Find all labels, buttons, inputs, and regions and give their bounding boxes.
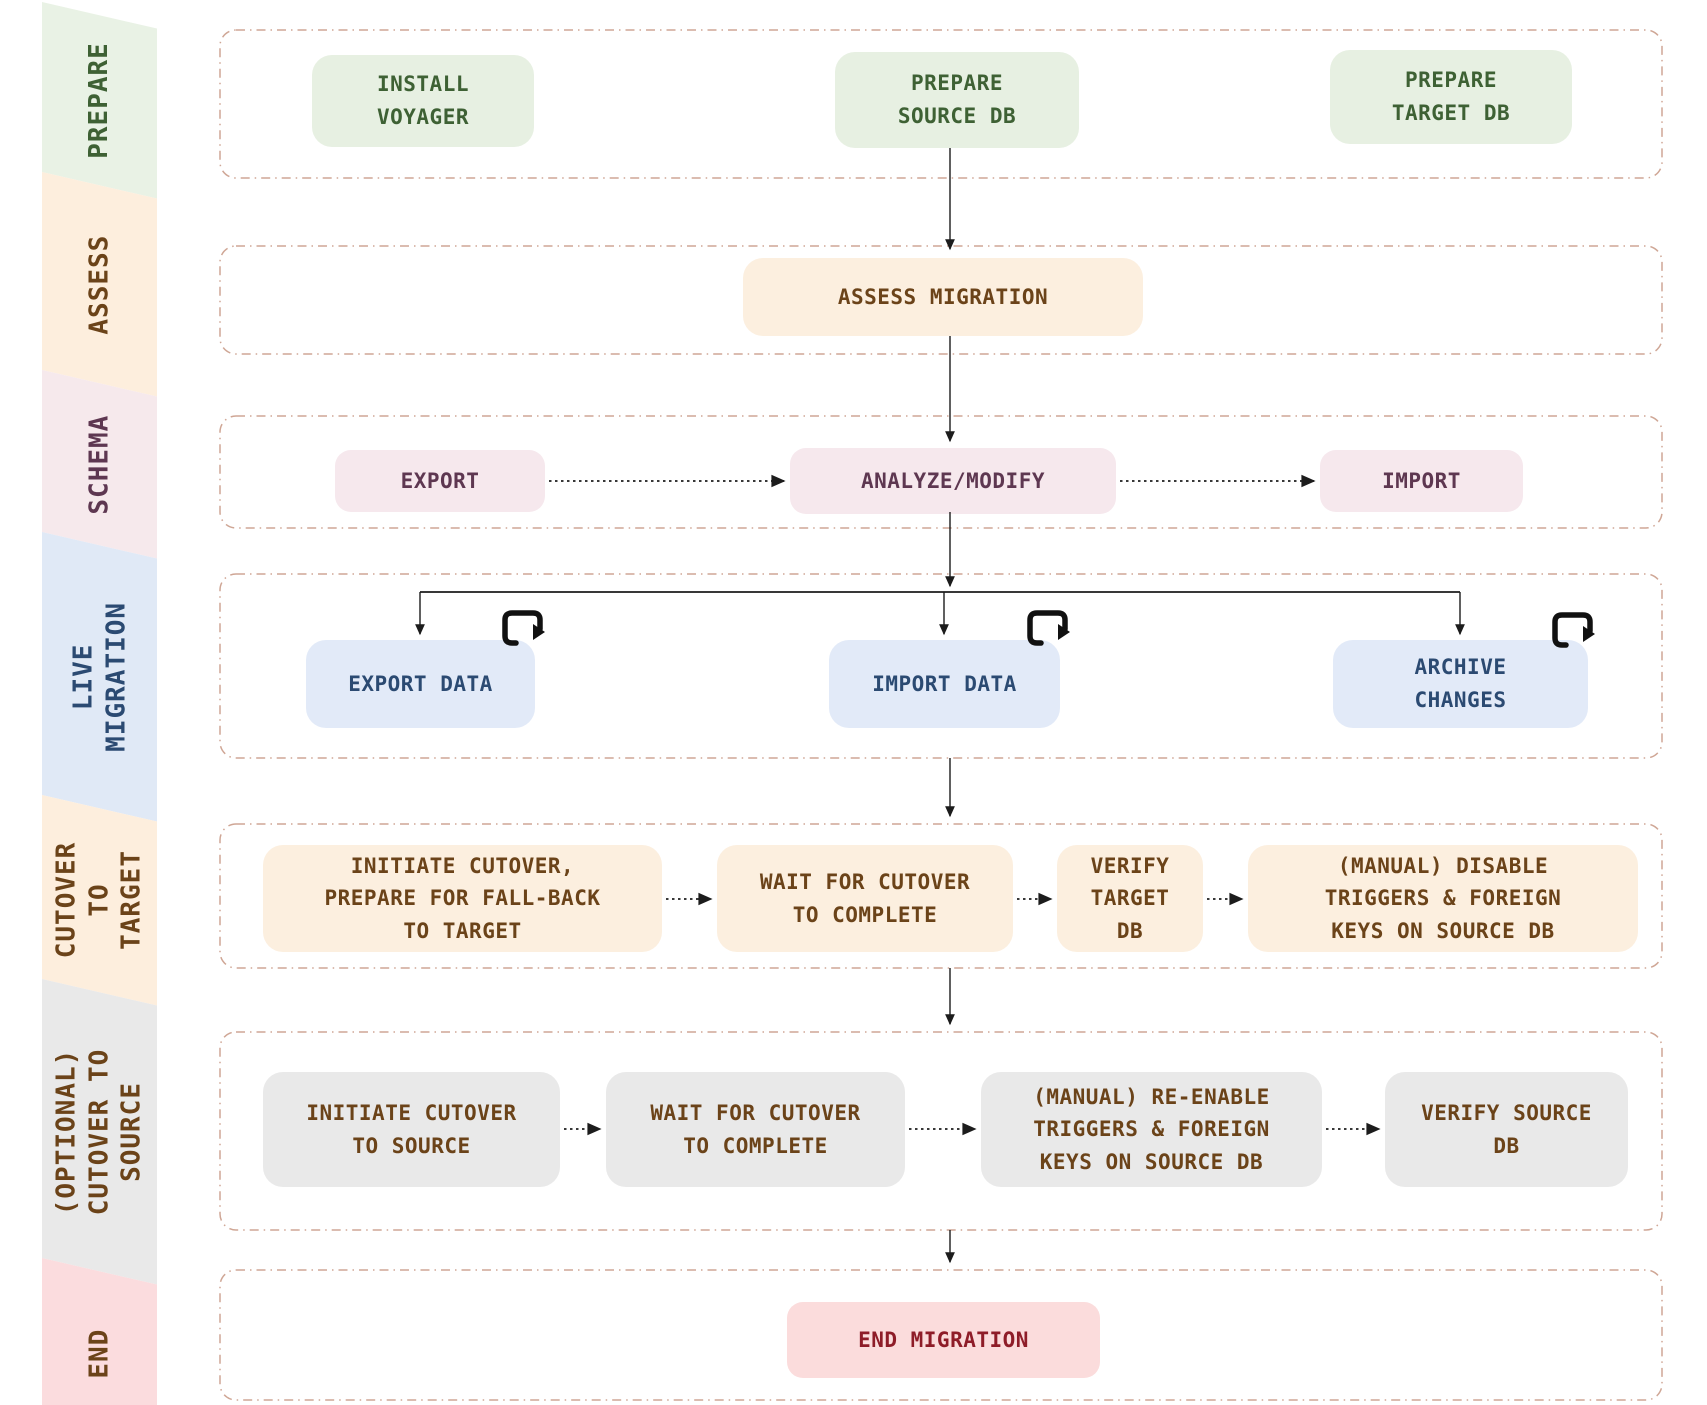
flow-node-import-schema: IMPORT <box>1320 450 1523 512</box>
flow-node-assess-migration: ASSESS MIGRATION <box>743 258 1143 336</box>
flow-node-end-migration-label: END MIGRATION <box>858 1327 1029 1352</box>
flow-node-assess-migration-label: ASSESS MIGRATION <box>837 284 1049 309</box>
flow-node-initiate-cutover-source: INITIATE CUTOVER TO SOURCE <box>263 1072 560 1187</box>
flow-node-archive-changes-label: ARCHIVE CHANGES <box>1414 655 1507 712</box>
flow-node-import-data-label: IMPORT DATA <box>872 671 1017 696</box>
stage-live-migration: LIVE MIGRATION <box>42 532 157 822</box>
flow-node-prepare-source-db-label: PREPARE SOURCE DB <box>897 71 1017 128</box>
stage-optional-cutover-to-source: (OPTIONAL) CUTOVER TO SOURCE <box>42 979 157 1285</box>
loop-icon <box>1030 613 1070 643</box>
flow-node-initiate-cutover-target-label: INITIATE CUTOVER, PREPARE FOR FALL-BACK … <box>324 853 601 943</box>
flow-node-import-schema-label: IMPORT <box>1382 468 1461 493</box>
stage-cutover-to-target-label: CUTOVER TO TARGET <box>51 841 147 959</box>
stage-end: END <box>42 1258 157 1405</box>
flow-node-import-data: IMPORT DATA <box>829 640 1060 728</box>
stage-cutover-to-target: CUTOVER TO TARGET <box>42 795 157 1006</box>
stage-ribbon: PREPARE ASSESS SCHEMA LIVE MIGRATION CUT… <box>42 2 157 1405</box>
flow-node-export-data-label: EXPORT DATA <box>348 671 493 696</box>
flow-node-initiate-cutover-source-label: INITIATE CUTOVER TO SOURCE <box>306 1100 517 1158</box>
stage-assess-label: ASSESS <box>84 234 115 335</box>
flow-node-wait-cutover-target: WAIT FOR CUTOVER TO COMPLETE <box>717 845 1013 952</box>
stage-live-migration-label: LIVE MIGRATION <box>68 601 131 752</box>
loop-icon <box>505 613 545 643</box>
flow-node-wait-cutover-target-label: WAIT FOR CUTOVER TO COMPLETE <box>759 869 971 927</box>
flow-node-initiate-cutover-target: INITIATE CUTOVER, PREPARE FOR FALL-BACK … <box>263 845 662 952</box>
flow-node-archive-changes: ARCHIVE CHANGES <box>1333 640 1588 728</box>
stage-assess: ASSESS <box>42 172 157 397</box>
flow-node-verify-target-db: VERIFY TARGET DB <box>1057 845 1203 952</box>
flow-node-prepare-target-db-label: PREPARE TARGET DB <box>1391 68 1511 125</box>
flow-node-reenable-triggers-label: (MANUAL) RE-ENABLE TRIGGERS & FOREIGN KE… <box>1033 1084 1270 1174</box>
flow-node-export-data: EXPORT DATA <box>306 640 535 728</box>
stage-end-label: END <box>84 1328 115 1379</box>
flow-node-disable-triggers: (MANUAL) DISABLE TRIGGERS & FOREIGN KEYS… <box>1248 845 1638 952</box>
stage-schema: SCHEMA <box>42 370 157 559</box>
flow-node-analyze-modify: ANALYZE/MODIFY <box>790 448 1116 514</box>
flow-node-disable-triggers-label: (MANUAL) DISABLE TRIGGERS & FOREIGN KEYS… <box>1324 853 1562 943</box>
flow-node-prepare-source-db: PREPARE SOURCE DB <box>835 52 1079 148</box>
flow-node-prepare-target-db: PREPARE TARGET DB <box>1330 50 1572 144</box>
flow-node-verify-source-db-label: VERIFY SOURCE DB <box>1421 1100 1592 1158</box>
flow-node-analyze-modify-label: ANALYZE/MODIFY <box>860 468 1045 493</box>
stage-schema-label: SCHEMA <box>84 414 115 515</box>
flow-node-reenable-triggers: (MANUAL) RE-ENABLE TRIGGERS & FOREIGN KE… <box>981 1072 1322 1187</box>
stage-optional-cutover-to-source-label: (OPTIONAL) CUTOVER TO SOURCE <box>51 1048 147 1216</box>
flow-node-end-migration: END MIGRATION <box>787 1302 1100 1378</box>
flow-node-export-schema-label: EXPORT <box>400 468 480 493</box>
flow-node-wait-cutover-source-label: WAIT FOR CUTOVER TO COMPLETE <box>650 1100 861 1158</box>
flow-node-install-voyager: INSTALL VOYAGER <box>312 55 534 147</box>
flow-node-verify-target-db-label: VERIFY TARGET DB <box>1090 853 1170 943</box>
flow-node-install-voyager-label: INSTALL VOYAGER <box>376 72 469 129</box>
flow-node-wait-cutover-source: WAIT FOR CUTOVER TO COMPLETE <box>606 1072 905 1187</box>
flow-node-export-schema: EXPORT <box>335 450 545 512</box>
stage-prepare: PREPARE <box>42 2 157 199</box>
stage-prepare-label: PREPARE <box>84 41 115 159</box>
flow-node-verify-source-db: VERIFY SOURCE DB <box>1385 1072 1628 1187</box>
step-arrows <box>549 474 1381 1136</box>
